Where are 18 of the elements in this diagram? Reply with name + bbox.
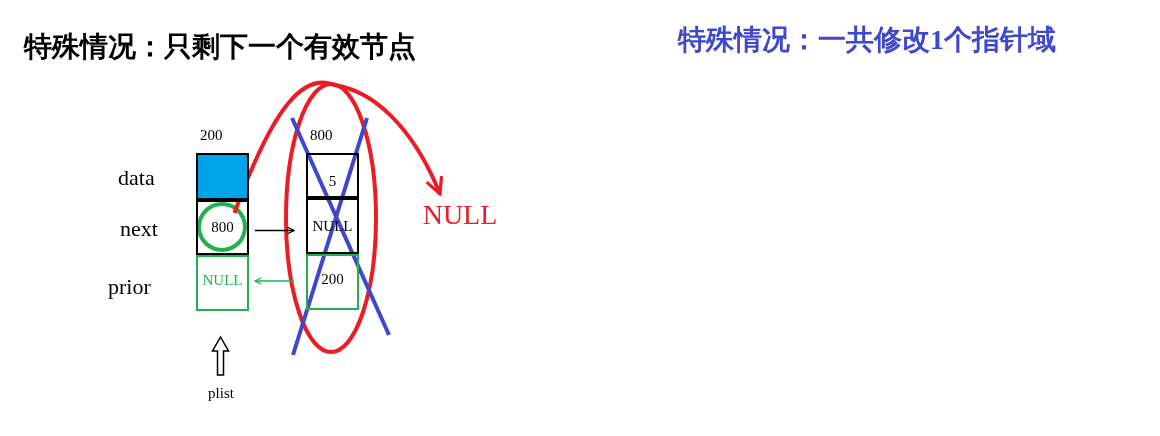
arrow: [254, 277, 295, 285]
heading: 特殊情况：一共修改1个指针域: [678, 26, 1056, 54]
field-label: data: [118, 167, 155, 189]
curved-arrow: [232, 80, 443, 214]
field-label: prior: [108, 276, 151, 298]
title: 特殊情况：只剩下一个有效节点: [24, 33, 416, 61]
pointer-cell: 200: [306, 254, 359, 310]
pointer-cell: 800: [196, 200, 249, 255]
field-label: next: [120, 218, 158, 240]
filled-box: [196, 153, 249, 200]
data-cell: 5: [306, 153, 359, 198]
arrow: [254, 226, 295, 235]
address-label: 200: [200, 128, 223, 143]
pointer-cell: NULL: [196, 255, 249, 311]
address-label: 800: [310, 128, 333, 143]
pointer-name: plist: [208, 384, 234, 402]
block-arrow: [211, 335, 230, 376]
null-text: NULL: [422, 199, 498, 231]
